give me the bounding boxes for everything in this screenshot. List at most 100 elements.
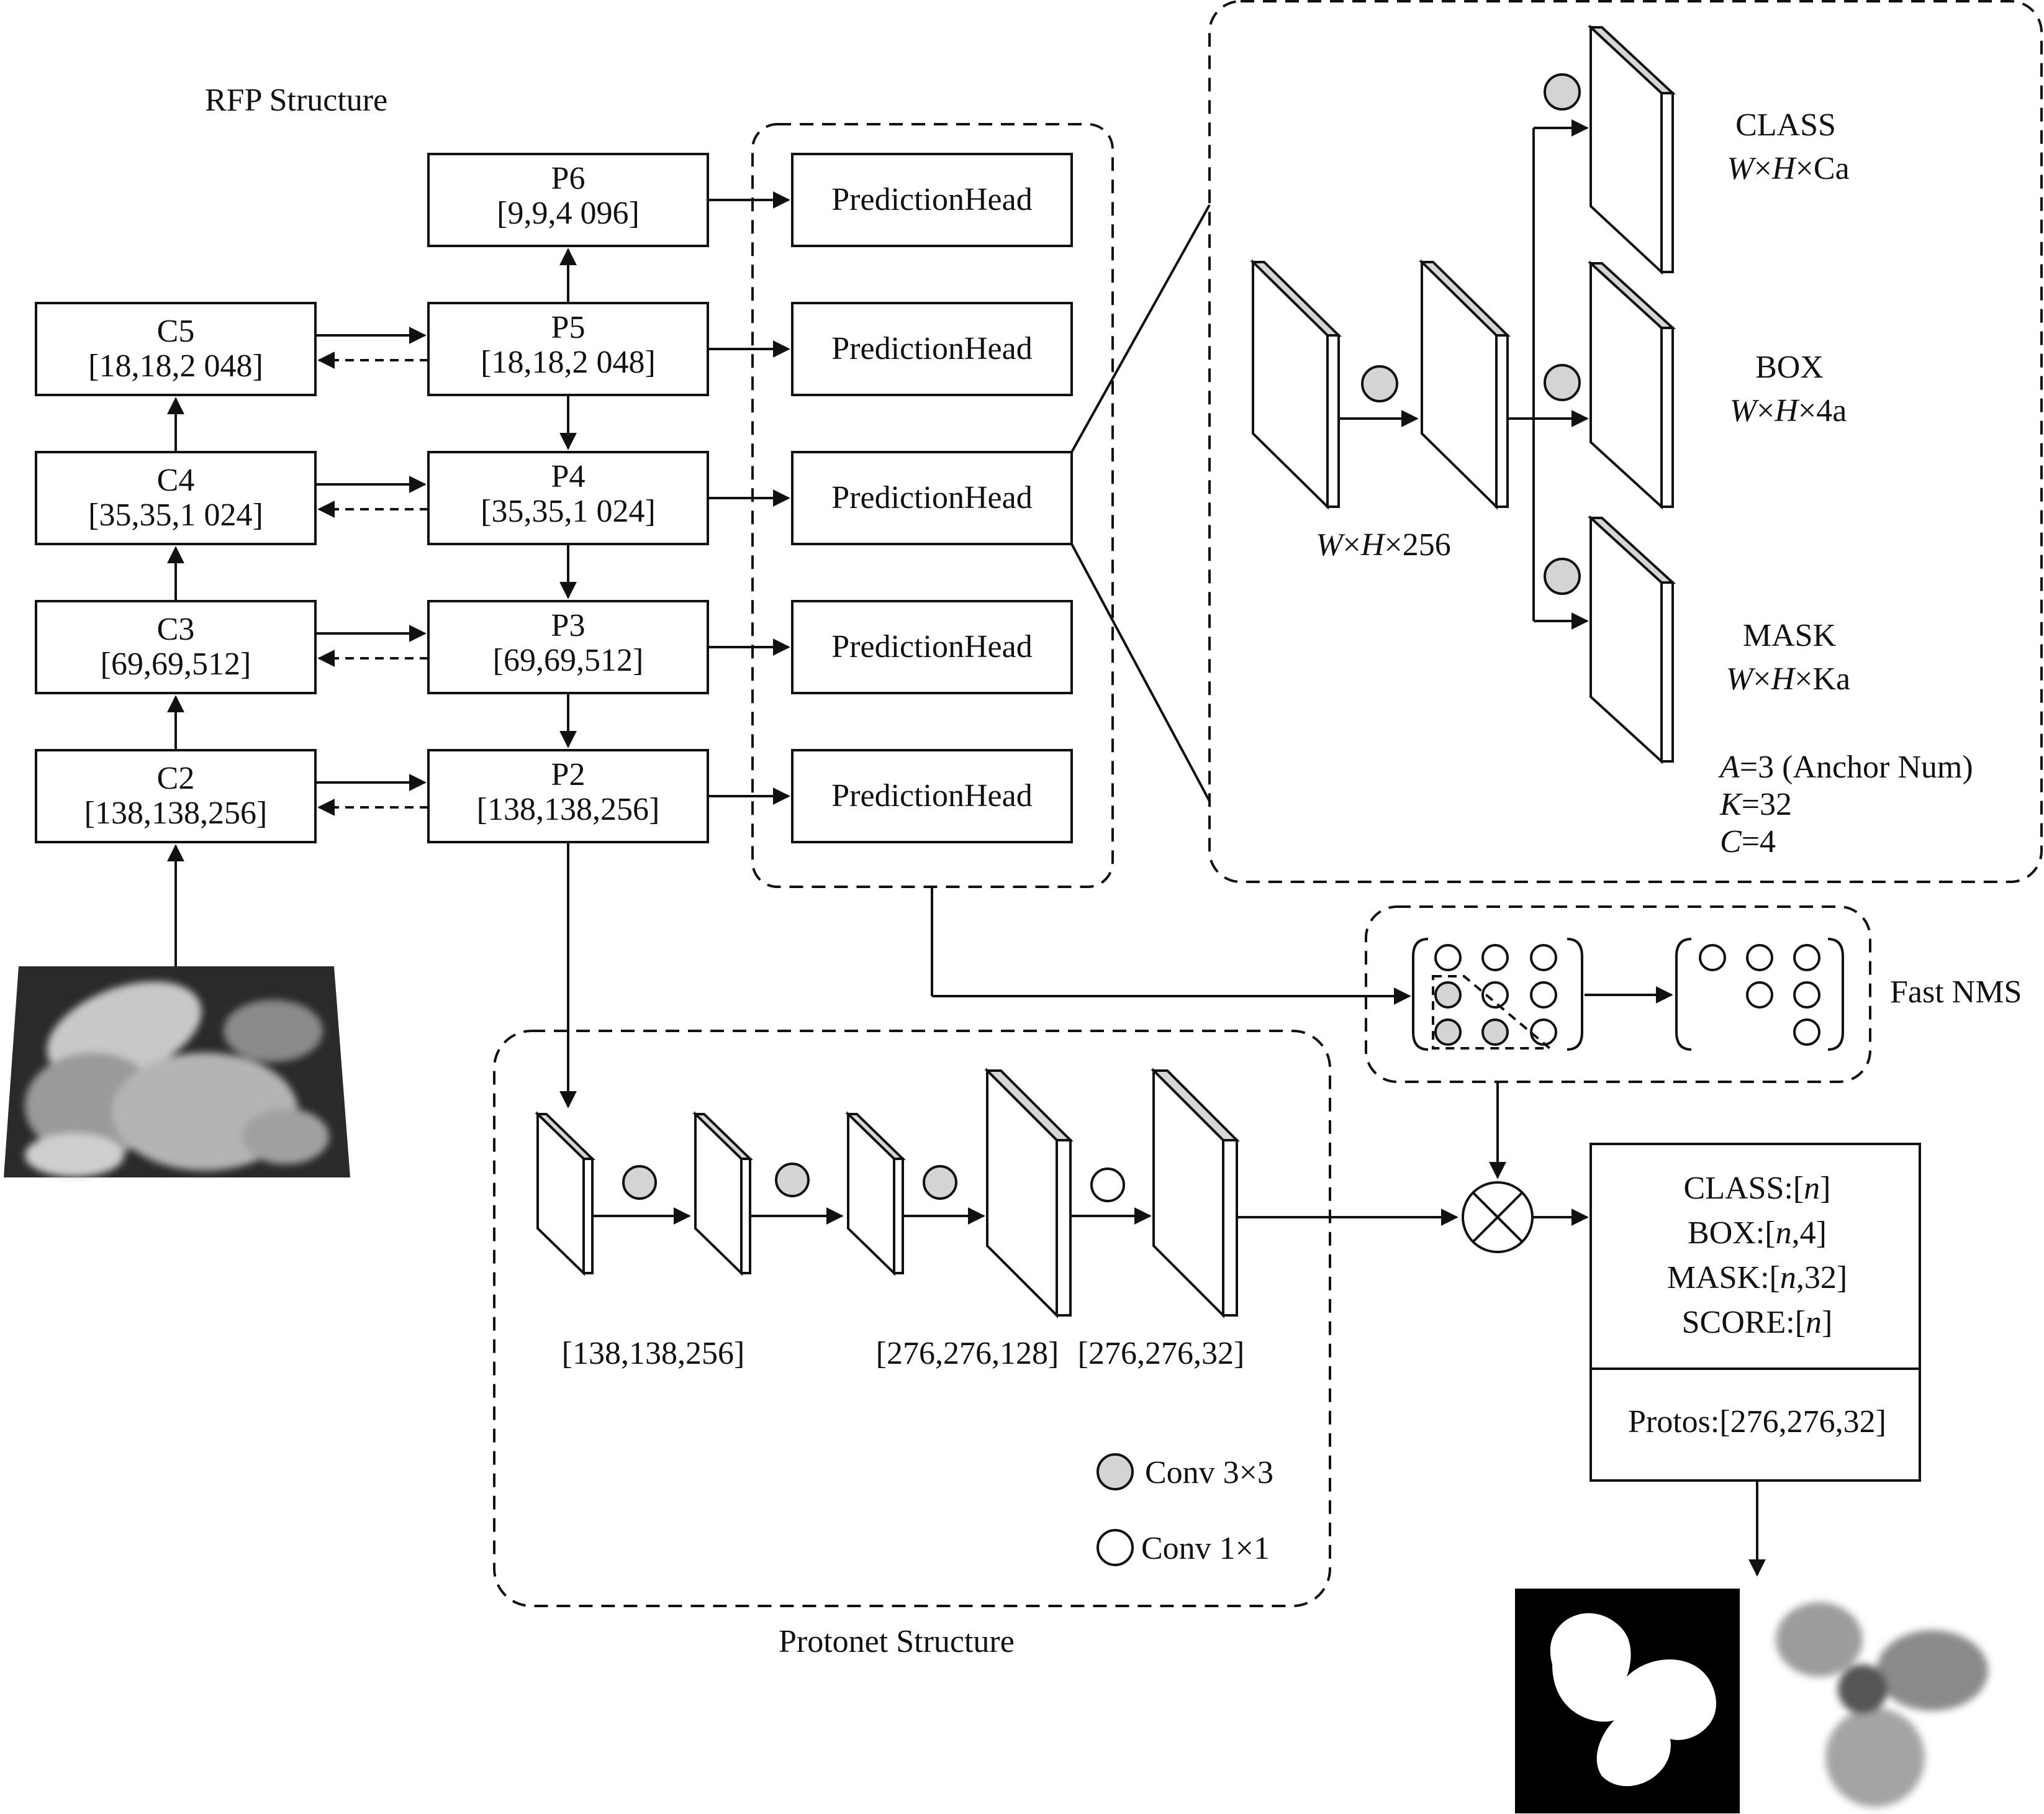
protonet-layer-4	[984, 1068, 1074, 1318]
c4-shape: [35,35,1 024]	[88, 497, 263, 533]
legend: Conv 3×3 Conv 1×1	[1097, 1453, 1273, 1566]
head-conv3-circle-mask	[1544, 558, 1581, 595]
legend-conv3-label: Conv 3×3	[1145, 1455, 1273, 1490]
prediction-head-3: PredictionHead	[791, 451, 1073, 545]
prediction-head-5: PredictionHead	[791, 749, 1073, 843]
head-detail-zoom-lines	[1070, 204, 1211, 802]
prediction-head-5-label: PredictionHead	[831, 778, 1032, 814]
head-detail-region	[1208, 0, 2043, 883]
head-box-layer	[1587, 260, 1676, 510]
p3-name: P3	[551, 608, 586, 643]
head-output-class: CLASS W×H×Ca	[1727, 107, 1849, 186]
p2-name: P2	[551, 757, 586, 792]
mask-output-name: MASK	[1743, 618, 1837, 653]
pyramid-p6: P6 [9,9,4 096]	[427, 153, 709, 247]
fast-nms-region	[1365, 905, 1871, 1083]
prediction-head-1: PredictionHead	[791, 153, 1073, 247]
legend-conv1-icon	[1097, 1529, 1134, 1566]
legend-conv1-label: Conv 1×1	[1141, 1531, 1270, 1566]
p6-name: P6	[551, 161, 586, 196]
pyramid-p5: P5 [18,18,2 048]	[427, 302, 709, 396]
protonet-region	[493, 1030, 1331, 1607]
head-params: A=3 (Anchor Num) K=32 C=4	[1718, 750, 1973, 859]
head-feature-layer	[1419, 259, 1511, 510]
nms-matrix-before	[1412, 938, 1583, 1051]
result-box-line: BOX:[n,4]	[1688, 1215, 1827, 1251]
param-k: K=32	[1719, 787, 1792, 822]
head-output-mask: MASK W×H×Ka	[1726, 618, 1850, 697]
head-branch-lines	[1508, 119, 1589, 630]
legend-conv3-icon	[1097, 1453, 1134, 1490]
protonet-layer-5	[1151, 1068, 1240, 1318]
prediction-head-3-label: PredictionHead	[831, 480, 1032, 515]
p6-shape: [9,9,4 096]	[497, 196, 640, 231]
class-output-name: CLASS	[1735, 107, 1836, 143]
head-conv3-circle-box	[1544, 364, 1581, 401]
head-mask-layer	[1587, 515, 1676, 764]
combine-multiply-icon	[1462, 1181, 1534, 1253]
mask-output-dim: W×H×Ka	[1726, 661, 1850, 697]
c3-name: C3	[157, 612, 195, 647]
head-output-box: BOX W×H×4a	[1730, 350, 1847, 429]
nms-matrix-after	[1675, 938, 1844, 1051]
backbone-c4: C4 [35,35,1 024]	[35, 451, 317, 545]
protonet-structure-title: Protonet Structure	[779, 1624, 1015, 1659]
head-conv3-circle-1	[1361, 365, 1398, 402]
box-output-name: BOX	[1755, 350, 1824, 385]
protonet-dim-2: [276,276,128]	[876, 1336, 1059, 1371]
p5-name: P5	[551, 310, 586, 345]
c3-shape: [69,69,512]	[101, 646, 251, 682]
protonet-conv3-circle-2	[775, 1163, 810, 1197]
head-input-layer	[1250, 259, 1342, 510]
c5-name: C5	[157, 314, 195, 349]
input-leaf-image	[4, 966, 350, 1177]
pyramid-p3: P3 [69,69,512]	[427, 600, 709, 694]
c4-name: C4	[157, 463, 195, 498]
p3-shape: [69,69,512]	[493, 643, 644, 678]
prediction-head-4-label: PredictionHead	[831, 629, 1032, 664]
head-conv3-circle-class	[1544, 73, 1581, 111]
c5-shape: [18,18,2 048]	[88, 348, 263, 384]
p4-name: P4	[551, 459, 586, 494]
pyramid-p2: P2 [138,138,256]	[427, 749, 709, 843]
head-class-layer	[1587, 24, 1676, 275]
pyramid-to-head-arrows	[708, 191, 790, 805]
result-class: CLASS:[n]	[1684, 1171, 1831, 1206]
prediction-head-4: PredictionHead	[791, 600, 1073, 694]
box-output-dim: W×H×4a	[1730, 393, 1847, 429]
protonet-dim-1: [138,138,256]	[562, 1336, 745, 1371]
result-mask: MASK:[n,32]	[1667, 1260, 1847, 1295]
lateral-connections	[315, 327, 428, 816]
protonet-conv3-circle-1	[622, 1165, 657, 1200]
pyramid-p4: P4 [35,35,1 024]	[427, 451, 709, 545]
backbone-c5: C5 [18,18,2 048]	[35, 302, 317, 396]
prediction-head-2-label: PredictionHead	[831, 331, 1032, 366]
param-a: A=3 (Anchor Num)	[1718, 750, 1973, 785]
protonet-layer-2	[692, 1111, 753, 1276]
p4-shape: [35,35,1 024]	[481, 494, 656, 529]
rfp-structure-title: RFP Structure	[205, 83, 387, 118]
protonet-layer-3	[845, 1111, 906, 1276]
backbone-c3: C3 [69,69,512]	[35, 600, 317, 694]
output-mask-image	[1515, 1589, 1740, 1813]
fast-nms-title: Fast NMS	[1890, 974, 2022, 1010]
c2-name: C2	[157, 761, 195, 796]
class-output-dim: W×H×Ca	[1727, 151, 1849, 186]
prediction-head-2: PredictionHead	[791, 302, 1073, 396]
result-protos: Protos:[276,276,32]	[1628, 1404, 1886, 1440]
p2-shape: [138,138,256]	[477, 792, 660, 827]
prediction-head-1-label: PredictionHead	[831, 182, 1032, 217]
protonet-conv1-circle	[1090, 1168, 1125, 1202]
param-c: C=4	[1720, 824, 1776, 859]
result-box: CLASS:[n] BOX:[n,4] MASK:[n,32] SCORE:[n…	[1590, 1143, 1921, 1482]
c2-shape: [138,138,256]	[84, 796, 268, 831]
output-segmented-leaf-image	[1776, 1602, 1988, 1807]
p5-shape: [18,18,2 048]	[481, 345, 656, 380]
protonet-conv3-circle-3	[923, 1165, 957, 1200]
head-input-dim: W×H×256	[1316, 527, 1451, 563]
protonet-dim-3: [276,276,32]	[1078, 1336, 1245, 1371]
result-score: SCORE:[n]	[1682, 1305, 1833, 1340]
protonet-layer-1	[535, 1111, 595, 1276]
backbone-c2: C2 [138,138,256]	[35, 749, 317, 843]
